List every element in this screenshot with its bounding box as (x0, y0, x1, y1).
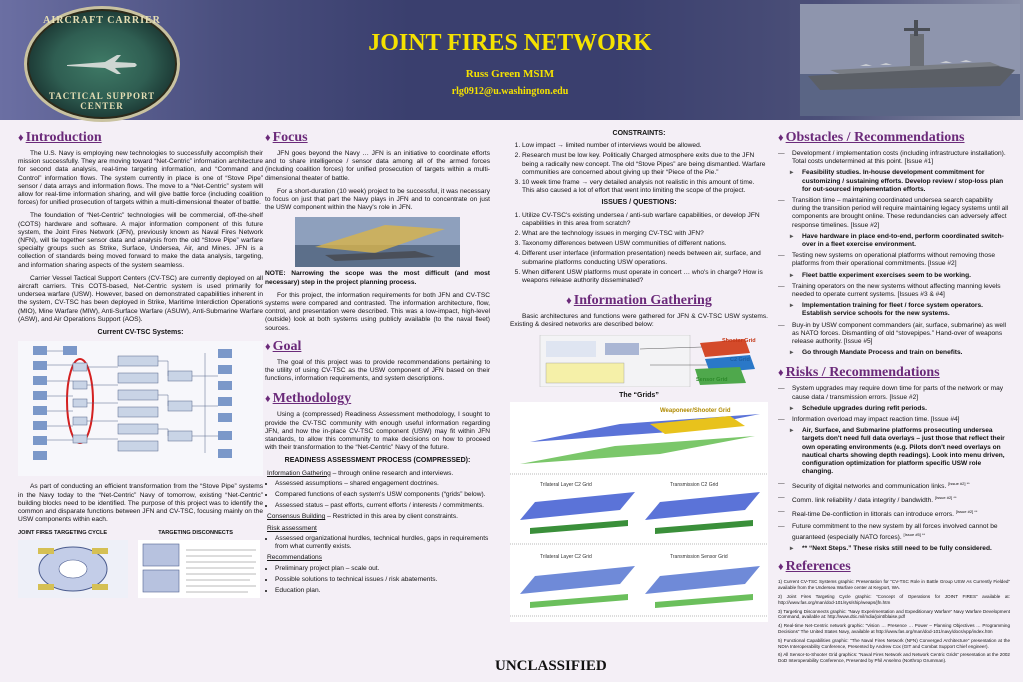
column-constraints: CONSTRAINTS: Low impact → limited number… (510, 130, 768, 625)
method-bullet-6: Possible solutions to technical issues /… (275, 576, 490, 584)
obstacle-5: Buy-in by USW component commanders (air,… (778, 322, 1010, 347)
obstacle-3: Testing new systems on operational platf… (778, 252, 1010, 268)
focus-note: NOTE: Narrowing the scope was the most d… (265, 270, 490, 286)
c2-grid-label: C2 Grid (730, 357, 750, 363)
risk-4: Comm. link reliability / data integrity … (778, 494, 1010, 505)
obstacle-3-recommendation: Fleet battle experiment exercises seem t… (778, 272, 1010, 280)
risk-1: System upgrades may require down time fo… (778, 385, 1010, 401)
grid-mid-right-label: Transmission C2 Grid (670, 482, 718, 488)
risk-1-recommendation: Schedule upgrades during refit periods. (778, 405, 1010, 413)
info-paragraph: Basic architectures and functions were g… (510, 313, 768, 329)
method-bullet-2: Compared functions of each system's USW … (275, 491, 490, 499)
obstacle-1-recommendation: Feasibility studies. In-house developmen… (778, 169, 1010, 194)
intro-paragraph-3: Carrier Vessel Tactical Support Centers … (18, 274, 263, 323)
network-graphic: Shooter Grid C2 Grid Sensor Grid (539, 334, 756, 387)
issue-1: Utilize CV-TSC's existing undersea / ant… (522, 212, 768, 228)
focus-heading: ♦Focus (265, 130, 308, 145)
poster-authors: Russ Green MSIM (465, 68, 555, 80)
focus-paragraph-3: For this project, the information requir… (265, 291, 490, 332)
header-banner: AIRCRAFT CARRIER TACTICAL SUPPORT CENTER… (0, 0, 1023, 122)
intro-paragraph-2: The foundation of “Net-Centric” technolo… (18, 212, 263, 269)
targeting-disconnects-caption: TARGETING DISCONNECTS (158, 530, 233, 537)
method-item-recommendations: Recommendations (267, 554, 322, 562)
issues-heading: ISSUES / QUESTIONS: (601, 199, 677, 207)
references-list: 1) Current CV-TSC Systems graphic: Prese… (778, 579, 1010, 664)
method-bullet-7: Education plan. (275, 587, 490, 595)
method-bullet-5: Preliminary project plan – scale out. (275, 565, 490, 573)
risk-2-recommendation: Air, Surface, and Submarine platforms pr… (778, 427, 1010, 476)
reference-2: 2) Joint Fires Targeting Cycle graphic: … (778, 594, 1010, 605)
obstacle-2: Transition time – maintaining coordinate… (778, 197, 1010, 230)
method-item-consensus: Consensus Building – Restricted in this … (267, 513, 458, 521)
method-bullet-1: Assessed assumptions – shared engagement… (275, 480, 490, 488)
readiness-subheading: READINESS ASSESSMENT PROCESS (COMPRESSED… (284, 457, 471, 465)
method-item-info: Information Gathering – through online r… (267, 469, 454, 477)
risk-6-recommendation: ** “Next Steps.” These risks still need … (778, 545, 1010, 553)
risk-3: Security of digital networks and communi… (778, 480, 1010, 491)
carrier-tsc-logo: AIRCRAFT CARRIER TACTICAL SUPPORT CENTER (24, 6, 180, 122)
poster-title: JOINT FIRES NETWORK (368, 30, 652, 56)
obstacle-4-recommendation: Implementation training for fleet / forc… (778, 302, 1010, 318)
info-heading: ♦Information Gathering (566, 293, 712, 309)
grid-bottom-right-label: Transmission Sensor Grid (670, 554, 728, 560)
targeting-cycle-caption: JOINT FIRES TARGETING CYCLE (18, 530, 108, 537)
focus-paragraph-2: For a short-duration (10 week) project t… (265, 187, 490, 212)
logo-bottom-text: TACTICAL SUPPORT CENTER (48, 91, 156, 111)
intro-heading: ♦Introduction (18, 130, 102, 145)
reference-4: 4) Real-time Net-Centric network graphic… (778, 623, 1010, 635)
poster-email: rlg0912@u.washington.edu (451, 86, 569, 97)
obstacle-2-recommendation: Have hardware in place end-to-end, perfo… (778, 233, 1010, 249)
shooter-grid-label: Shooter Grid (722, 338, 756, 344)
grid-top-label: Weaponeer/Shooter Grid (660, 408, 731, 414)
grids-caption: The “Grids” (619, 391, 659, 399)
references-heading: ♦References (778, 559, 851, 575)
reference-6: 6) All Sensor-to-Shooter Grid graphics: … (778, 652, 1010, 664)
intro-paragraph-1: The U.S. Navy is employing new technolog… (18, 150, 263, 207)
cv-tsc-systems-diagram (18, 341, 263, 477)
column-intro: ♦Introduction The U.S. Navy is employing… (18, 130, 263, 603)
sensor-grid-label: Sensor Grid (696, 377, 727, 383)
aircraft-carrier-photo (800, 4, 1020, 116)
column-obstacles: ♦Obstacles / Recommendations Development… (778, 130, 1010, 667)
issue-3: Taxonomy differences between USW communi… (522, 240, 768, 248)
obstacle-4: Training operators on the new systems wi… (778, 283, 1010, 299)
risk-5: Real-time De-confliction in littorals ca… (778, 508, 1010, 519)
issue-4: Different user interface (information pr… (522, 250, 768, 266)
method-bullet-4: Assessed organizational hurdles, technic… (275, 535, 490, 551)
reference-5: 5) Functional Capabilities graphic: “The… (778, 637, 1010, 649)
issue-2: What are the technology issues in mergin… (522, 230, 768, 238)
grids-graphic: Weaponeer/Shooter Grid Trilateral Layer … (510, 402, 768, 623)
risk-6: Future commitment to the new system by a… (778, 523, 1010, 543)
constraint-3: 10 week time frame → very detailed analy… (522, 179, 768, 195)
obstacles-heading: ♦Obstacles / Recommendations (778, 130, 965, 145)
obstacle-1: Development / implementation costs (incl… (778, 150, 1010, 166)
jet-icon (67, 55, 137, 74)
reference-3: 3) Targeting Disconnects graphic: “Navy … (778, 608, 1010, 620)
constraint-1: Low impact → limited number of interview… (522, 142, 768, 150)
classification-footer: UNCLASSIFIED (495, 658, 607, 674)
goal-heading: ♦Goal (265, 338, 302, 354)
method-item-risk: Risk assessment (267, 524, 317, 532)
intro-paragraph-4: As part of conducting an efficient trans… (18, 483, 263, 524)
goal-paragraph: The goal of this project was to provide … (265, 358, 490, 383)
issue-5: When different USW platforms must operat… (522, 269, 768, 285)
reference-1: 1) Current CV-TSC Systems graphic: Prese… (778, 579, 1010, 591)
method-bullet-3: Assessed status – past efforts, current … (275, 502, 490, 510)
logo-top-text: AIRCRAFT CARRIER (43, 15, 161, 26)
obstacle-5-recommendation: Go through Mandate Process and train on … (778, 349, 1010, 357)
focus-photo (295, 217, 460, 268)
risk-2: Information overload may impact reaction… (778, 416, 1010, 424)
methodology-paragraph: Using a (compressed) Readiness Assessmen… (265, 411, 490, 452)
constraint-2: Research must be low key. Politically Ch… (522, 152, 768, 177)
methodology-heading: ♦Methodology (265, 391, 352, 407)
column-focus: ♦Focus JFN goes beyond the Navy … JFN is… (265, 130, 490, 598)
grid-mid-left-label: Trilateral Layer C2 Grid (540, 482, 592, 488)
constraints-heading: CONSTRAINTS: (612, 130, 666, 137)
systems-caption: Current CV-TSC Systems: (97, 329, 184, 337)
risks-heading: ♦Risks / Recommendations (778, 365, 940, 381)
grid-bottom-left-label: Trilateral Layer C2 Grid (540, 554, 592, 560)
targeting-graphics (18, 539, 260, 598)
focus-paragraph-1: JFN goes beyond the Navy … JFN is an ini… (265, 150, 490, 182)
